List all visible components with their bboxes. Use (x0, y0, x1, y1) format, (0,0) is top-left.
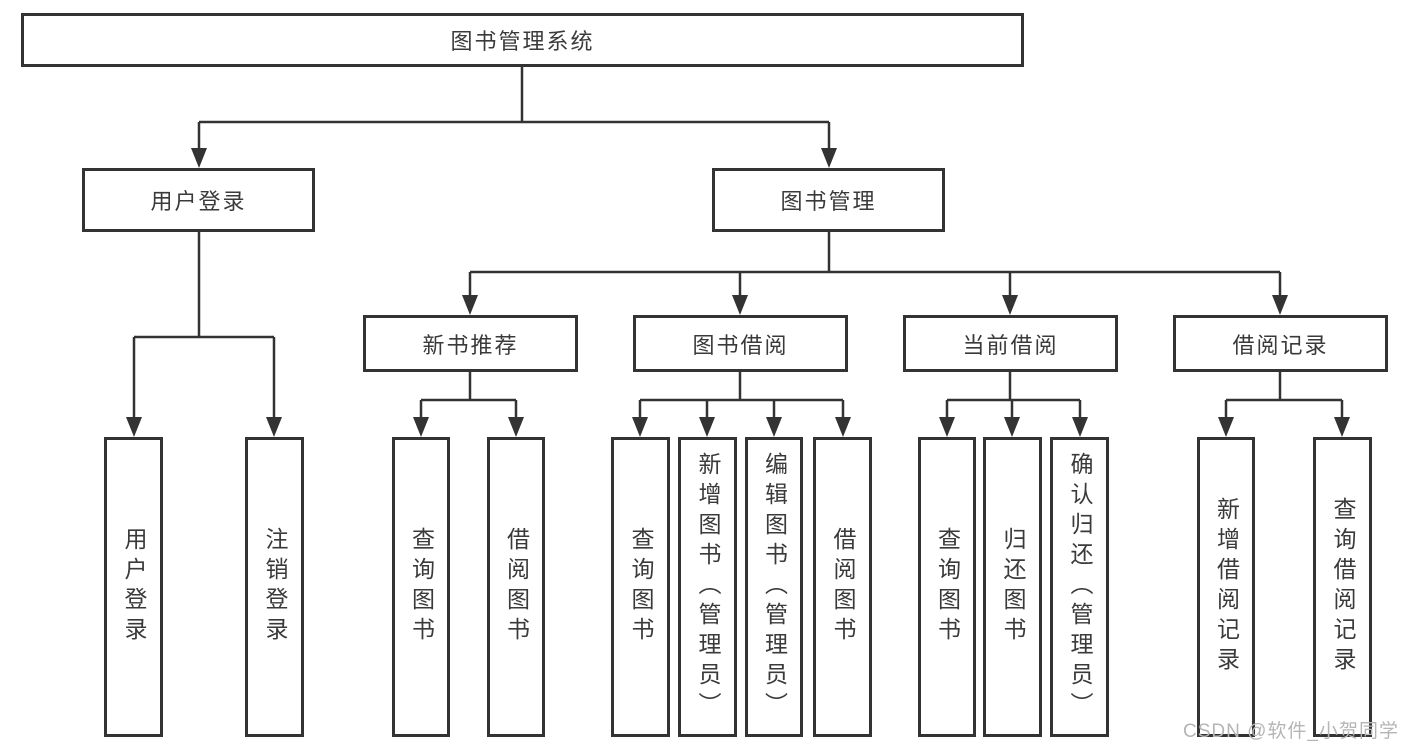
watermark-text: CSDN @软件_小贺同学 (1183, 721, 1399, 742)
node-label: 注销登录 (262, 527, 288, 647)
node-leaf-add-borrow-record: 新增借阅记录 (1197, 437, 1255, 737)
node-leaf-borrow-book-1: 借阅图书 (487, 437, 545, 737)
node-leaf-edit-book-admin: 编辑图书（管理员） (745, 437, 803, 737)
connector-user-login-children (126, 232, 282, 437)
node-label: 图书管理系统 (450, 29, 595, 54)
node-leaf-query-book-1: 查询图书 (392, 437, 450, 737)
node-leaf-logout: 注销登录 (245, 437, 304, 737)
node-new-book-recommend: 新书推荐 (363, 315, 578, 372)
node-label: 图书管理 (780, 189, 877, 214)
node-leaf-add-book-admin: 新增图书（管理员） (678, 437, 737, 737)
connector-new-book-recommend-children (413, 372, 524, 437)
node-book-management: 图书管理 (712, 168, 945, 232)
node-label: 新增图书（管理员） (695, 452, 721, 722)
node-current-borrowing: 当前借阅 (903, 315, 1118, 372)
node-book-borrowing: 图书借阅 (633, 315, 848, 372)
node-label: 借阅图书 (830, 527, 856, 647)
node-leaf-return-book: 归还图书 (983, 437, 1042, 737)
connector-root-to-level2 (191, 67, 837, 168)
node-label: 查询图书 (408, 527, 435, 647)
node-user-login: 用户登录 (82, 168, 315, 232)
node-label: 当前借阅 (962, 332, 1059, 358)
node-label: 确认归还（管理员） (1067, 452, 1093, 722)
node-label: 用户登录 (121, 527, 147, 647)
node-label: 归还图书 (1000, 527, 1026, 647)
node-borrowing-records: 借阅记录 (1173, 315, 1388, 372)
node-label: 借阅图书 (503, 527, 530, 647)
node-leaf-borrow-book-2: 借阅图书 (813, 437, 872, 737)
node-book-management-system: 图书管理系统 (21, 13, 1024, 67)
node-leaf-query-book-3: 查询图书 (918, 437, 976, 737)
node-label: 新书推荐 (422, 332, 519, 358)
node-leaf-user-login: 用户登录 (104, 437, 163, 737)
node-label: 图书借阅 (692, 332, 789, 358)
node-label: 查询借阅记录 (1330, 497, 1356, 677)
connector-book-borrowing-children (632, 372, 851, 437)
node-label: 编辑图书（管理员） (761, 452, 788, 722)
node-label: 借阅记录 (1232, 332, 1329, 358)
node-leaf-query-borrow-record: 查询借阅记录 (1313, 437, 1372, 737)
node-label: 查询图书 (934, 527, 961, 647)
node-leaf-confirm-return-admin: 确认归还（管理员） (1050, 437, 1109, 737)
node-leaf-query-book-2: 查询图书 (611, 437, 670, 737)
node-label: 新增借阅记录 (1213, 497, 1240, 677)
connector-borrowing-records-children (1218, 372, 1350, 437)
node-label: 查询图书 (628, 527, 654, 647)
connector-current-borrowing-children (939, 372, 1088, 437)
node-label: 用户登录 (150, 189, 247, 214)
connector-book-management-children (462, 232, 1288, 315)
